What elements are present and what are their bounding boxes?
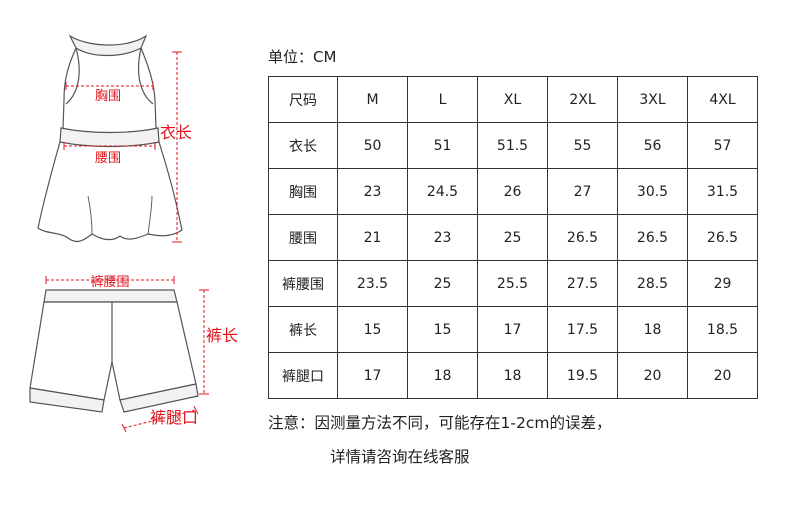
- dress-waistband: [59, 127, 160, 148]
- table-cell: 26: [477, 168, 548, 215]
- row-label: 裤腿口: [268, 352, 338, 399]
- table-cell: 31.5: [687, 168, 758, 215]
- note-contact-text: 详情请咨询在线客服: [330, 448, 470, 466]
- length-label: 衣长: [160, 123, 192, 142]
- table-cell: 20: [687, 352, 758, 399]
- row-label: 裤长: [268, 306, 338, 353]
- table-cell: 29: [687, 260, 758, 307]
- table-header-row: 尺码 M L XL 2XL 3XL 4XL: [268, 76, 758, 123]
- bust-label: 胸围: [95, 89, 121, 104]
- table-cell: 15: [407, 306, 478, 353]
- table-cell: 20: [617, 352, 688, 399]
- table-cell: 28.5: [617, 260, 688, 307]
- table-cell: 27.5: [547, 260, 618, 307]
- dress-neck-band: [68, 34, 148, 57]
- size-table: 尺码 M L XL 2XL 3XL 4XL 衣长 50 51 51.5 55 5…: [268, 76, 758, 399]
- shorts-measure-lines: [45, 276, 209, 433]
- table-row: 腰围 21 23 25 26.5 26.5 26.5: [268, 214, 758, 261]
- table-cell: 57: [687, 122, 758, 169]
- row-label: 胸围: [268, 168, 338, 215]
- table-row: 裤腿口 17 18 18 19.5 20 20: [268, 352, 758, 399]
- shorts-drawing: [29, 289, 199, 413]
- row-label: 裤腰围: [268, 260, 338, 307]
- table-cell: 25.5: [477, 260, 548, 307]
- shorts-waist-label: 裤腰围: [90, 275, 129, 290]
- header-cell: XL: [477, 76, 548, 123]
- shorts-waistband: [43, 289, 178, 303]
- header-cell: 尺码: [268, 76, 338, 123]
- table-cell: 26.5: [547, 214, 618, 261]
- table-cell: 21: [337, 214, 408, 261]
- table-cell: 18: [407, 352, 478, 399]
- table-cell: 26.5: [687, 214, 758, 261]
- header-cell: 3XL: [617, 76, 688, 123]
- shorts-length-label: 裤长: [206, 326, 238, 345]
- size-illustration: 胸围 腰围 衣长 裤腰围 裤长 裤腿口: [29, 34, 238, 433]
- table-row: 胸围 23 24.5 26 27 30.5 31.5: [268, 168, 758, 215]
- header-cell: 4XL: [687, 76, 758, 123]
- header-cell: L: [407, 76, 478, 123]
- table-cell: 50: [337, 122, 408, 169]
- table-cell: 19.5: [547, 352, 618, 399]
- dress-drawing: [37, 34, 183, 243]
- table-cell: 23: [407, 214, 478, 261]
- table-cell: 55: [547, 122, 618, 169]
- table-row: 裤腰围 23.5 25 25.5 27.5 28.5 29: [268, 260, 758, 307]
- leg-opening-label: 裤腿口: [150, 408, 198, 427]
- table-cell: 51: [407, 122, 478, 169]
- header-cell: M: [337, 76, 408, 123]
- table-cell: 15: [337, 306, 408, 353]
- shorts-body: [29, 301, 197, 401]
- table-row: 衣长 50 51 51.5 55 56 57: [268, 122, 758, 169]
- table-cell: 18: [477, 352, 548, 399]
- table-cell: 18: [617, 306, 688, 353]
- table-row: 裤长 15 15 17 17.5 18 18.5: [268, 306, 758, 353]
- note-text: 注意：因测量方法不同，可能存在1-2cm的误差，: [268, 414, 612, 432]
- table-cell: 25: [477, 214, 548, 261]
- table-cell: 17: [337, 352, 408, 399]
- table-cell: 51.5: [477, 122, 548, 169]
- dress-skirt: [37, 141, 183, 243]
- shorts-left-cuff: [29, 387, 105, 413]
- table-cell: 27: [547, 168, 618, 215]
- leg-opening-measure-line: [123, 409, 197, 429]
- table-cell: 23: [337, 168, 408, 215]
- table-cell: 24.5: [407, 168, 478, 215]
- table-cell: 30.5: [617, 168, 688, 215]
- waist-label: 腰围: [95, 151, 121, 166]
- table-cell: 17.5: [547, 306, 618, 353]
- table-cell: 23.5: [337, 260, 408, 307]
- table-cell: 26.5: [617, 214, 688, 261]
- shorts-right-cuff: [119, 383, 199, 413]
- unit-label: 单位：CM: [268, 48, 337, 66]
- table-cell: 25: [407, 260, 478, 307]
- table-cell: 18.5: [687, 306, 758, 353]
- table-cell: 17: [477, 306, 548, 353]
- row-label: 腰围: [268, 214, 338, 261]
- row-label: 衣长: [268, 122, 338, 169]
- table-cell: 56: [617, 122, 688, 169]
- header-cell: 2XL: [547, 76, 618, 123]
- dress-measure-lines: [63, 51, 182, 243]
